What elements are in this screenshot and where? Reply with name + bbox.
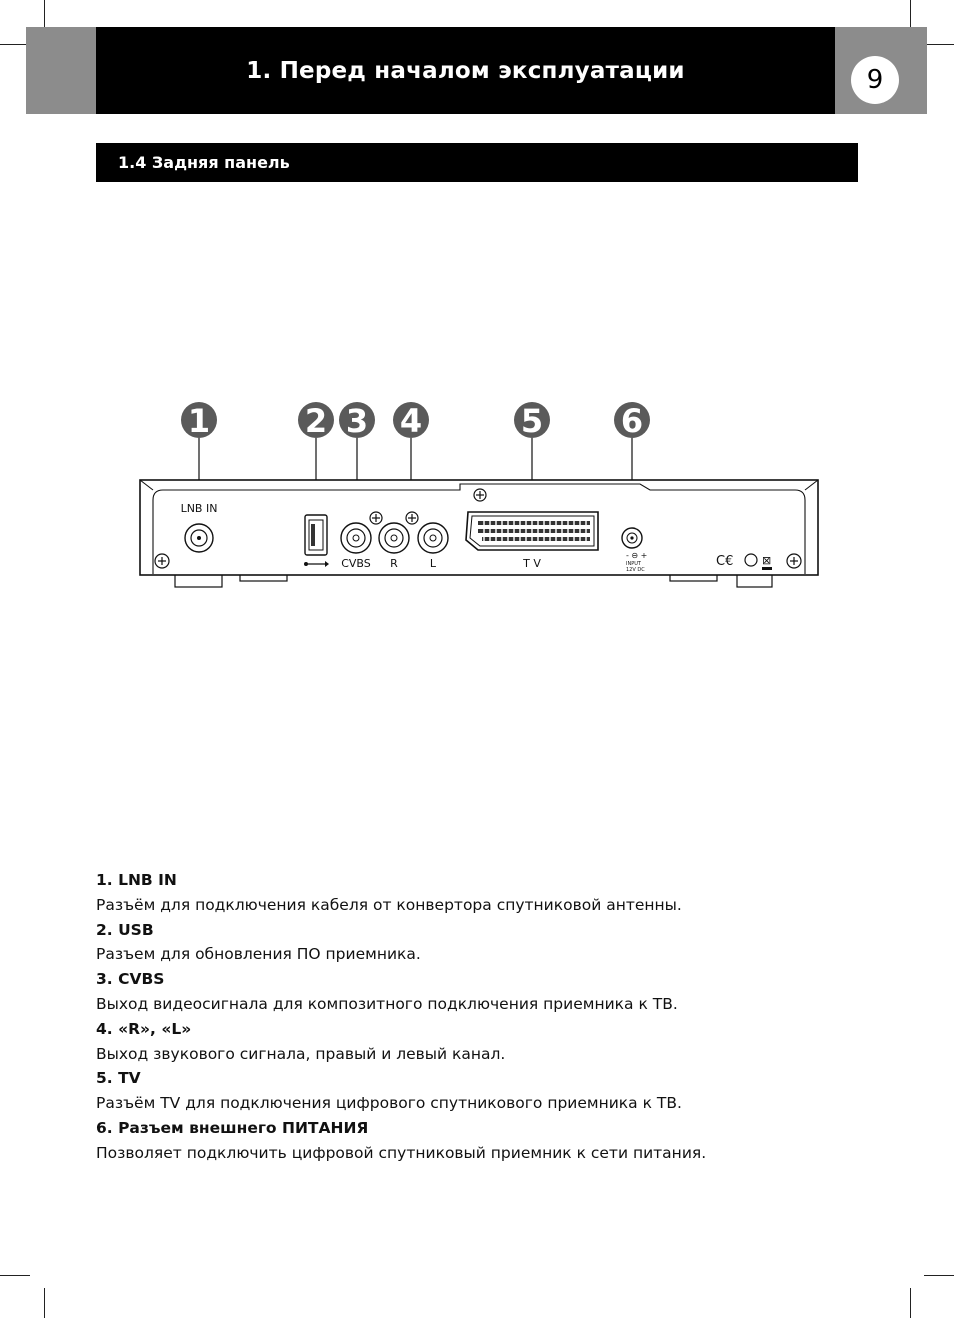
- callout-3: 3: [339, 402, 375, 440]
- item-desc: Разъем для обновления ПО приемника.: [96, 945, 421, 964]
- scart-tv-connector: T V: [465, 511, 599, 570]
- svg-text:2: 2: [305, 402, 327, 440]
- svg-text:3: 3: [346, 402, 368, 440]
- item-desc: Выход звукового сигнала, правый и левый …: [96, 1044, 506, 1063]
- section-bar: 1.4 Задняя панель: [96, 143, 858, 182]
- item-title: 2. USB: [96, 920, 154, 939]
- connector-descriptions: 1. LNB IN Разъём для подключения кабеля …: [96, 868, 876, 1166]
- callout-4: 4: [393, 402, 429, 440]
- crop-mark: [0, 44, 30, 45]
- list-item: 6. Разъем внешнего ПИТАНИЯ Позволяет под…: [96, 1116, 876, 1166]
- crop-mark: [0, 1275, 30, 1276]
- item-title: 5. TV: [96, 1069, 141, 1088]
- item-title: 1. LNB IN: [96, 871, 177, 889]
- pct-mark-icon: [744, 553, 758, 567]
- svg-text:INPUT: INPUT: [626, 561, 642, 567]
- page-number: 9: [851, 56, 899, 104]
- svg-text:L: L: [430, 557, 437, 570]
- header-bar: 1. Перед началом эксплуатации: [96, 27, 835, 114]
- svg-text:LNB IN: LNB IN: [181, 502, 218, 515]
- svg-text:12V DC: 12V DC: [626, 567, 645, 573]
- dc-power-connector: - ⊖ + INPUT 12V DC: [621, 527, 647, 573]
- list-item: 3. CVBS Выход видеосигнала для композитн…: [96, 967, 876, 1017]
- usb-connector: [304, 514, 329, 567]
- svg-text:CVBS: CVBS: [341, 557, 371, 570]
- item-desc: Разъём для подключения кабеля от конверт…: [96, 895, 682, 914]
- callout-5: 5: [514, 402, 550, 440]
- crop-mark: [44, 1288, 45, 1318]
- list-item: 5. TV Разъём TV для подключения цифровог…: [96, 1066, 876, 1116]
- weee-bin-icon: ⊠: [762, 554, 771, 567]
- crop-mark: [910, 1288, 911, 1318]
- callout-2: 2: [298, 402, 334, 440]
- svg-text:5: 5: [521, 402, 543, 440]
- screw-cross: [158, 491, 798, 565]
- device-feet: [174, 573, 773, 588]
- crop-mark: [910, 0, 911, 30]
- item-desc: Разъём TV для подключения цифрового спут…: [96, 1094, 682, 1113]
- svg-text:R: R: [390, 557, 398, 570]
- callout-6: 6: [614, 402, 650, 440]
- svg-text:T V: T V: [522, 557, 541, 570]
- cvbs-connector: CVBS: [340, 522, 372, 570]
- crop-mark: [44, 0, 45, 30]
- item-title: 6. Разъем внешнего ПИТАНИЯ: [96, 1118, 369, 1137]
- item-desc: Позволяет подключить цифровой спутниковы…: [96, 1143, 707, 1162]
- page-title: 1. Перед началом эксплуатации: [246, 57, 685, 84]
- svg-text:1: 1: [188, 402, 210, 440]
- rear-panel-diagram: 1 2 3 4 5 6: [139, 402, 819, 588]
- audio-l-connector: L: [417, 522, 449, 570]
- item-title: 4. «R», «L»: [96, 1019, 192, 1038]
- crop-mark: [924, 1275, 954, 1276]
- certification-marks: C€ ⊠: [716, 553, 772, 570]
- lnb-in-connector: LNB IN: [181, 502, 218, 553]
- crop-mark: [924, 44, 954, 45]
- list-item: 1. LNB IN Разъём для подключения кабеля …: [96, 868, 876, 918]
- list-item: 2. USB Разъем для обновления ПО приемник…: [96, 918, 876, 968]
- audio-r-connector: R: [378, 522, 410, 570]
- list-item: 4. «R», «L» Выход звукового сигнала, пра…: [96, 1017, 876, 1067]
- callout-1: 1: [181, 402, 217, 440]
- svg-text:4: 4: [400, 402, 422, 440]
- ce-mark-icon: C€: [716, 554, 733, 569]
- svg-text:6: 6: [621, 402, 643, 440]
- dc-polarity-icon: - ⊖ +: [626, 551, 647, 560]
- item-title: 3. CVBS: [96, 970, 165, 989]
- header-left-band: [26, 27, 96, 114]
- section-title: 1.4 Задняя панель: [118, 153, 290, 172]
- item-desc: Выход видеосигнала для композитного подк…: [96, 994, 678, 1013]
